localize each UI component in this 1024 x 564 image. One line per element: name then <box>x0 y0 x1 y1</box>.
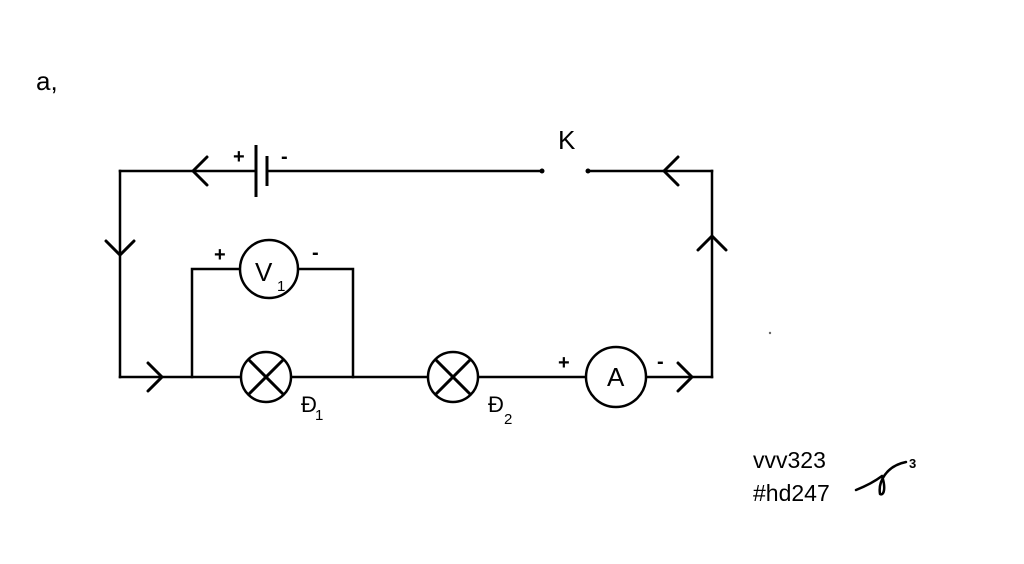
lamp-1 <box>239 350 293 404</box>
arrow-left-icon <box>191 155 209 187</box>
switch-terminal-left <box>539 168 545 174</box>
battery-minus-sign: - <box>281 146 288 168</box>
voltmeter-subscript: 1 <box>277 278 285 295</box>
ammeter-plus-sign: + <box>558 352 570 374</box>
voltmeter-symbol: V <box>255 257 273 287</box>
voltmeter-branch-left <box>190 267 242 379</box>
ammeter <box>584 345 648 409</box>
battery <box>254 145 269 197</box>
ammeter-minus-sign: - <box>657 351 664 373</box>
switch-label: K <box>558 125 576 155</box>
lamp-1-subscript: 1 <box>315 407 323 424</box>
voltmeter-plus-sign: + <box>214 244 226 266</box>
voltmeter-minus-sign: - <box>312 242 319 264</box>
arrow-up-icon <box>696 234 728 252</box>
arrow-left-icon <box>662 155 680 187</box>
signature-line-2: #hd247 <box>753 480 830 506</box>
lamp-1-cross-b <box>246 357 286 397</box>
lamp-2-label: Đ <box>488 392 504 417</box>
switch-terminal-right <box>585 168 591 174</box>
voltmeter-branch-right <box>296 267 355 379</box>
signature-line-1: vvv323 <box>753 447 826 473</box>
ammeter-symbol: A <box>607 362 625 392</box>
signature-scribble <box>854 460 908 496</box>
arrow-right-icon <box>146 361 164 393</box>
lamp-2-subscript: 2 <box>504 411 512 428</box>
part-label: a, <box>36 66 58 96</box>
lamp-2 <box>426 350 480 404</box>
lamp-2-cross-b <box>433 357 473 397</box>
battery-plus-sign: + <box>233 146 245 168</box>
arrow-down-icon <box>104 239 136 257</box>
signature-superscript: 3 <box>909 456 916 471</box>
lamp-1-label: Đ <box>301 392 317 417</box>
arrow-right-icon <box>676 361 694 393</box>
stray-dot <box>768 331 772 335</box>
voltmeter <box>238 238 300 300</box>
